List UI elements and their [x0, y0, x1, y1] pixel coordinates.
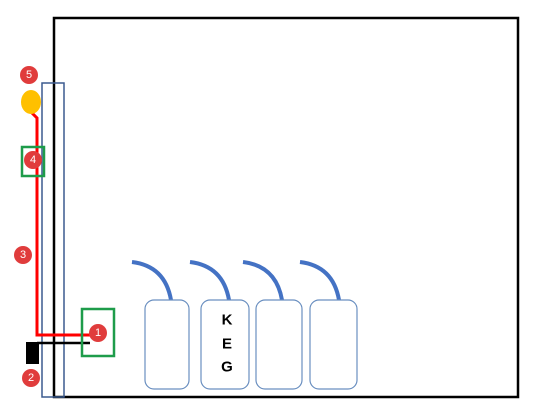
red-wire	[29, 110, 90, 337]
highlight-box-1	[80, 307, 116, 358]
callout-1-label: 1	[95, 327, 101, 339]
keg-hose-1	[131, 260, 173, 301]
keg-hose-4	[299, 260, 341, 301]
power-plug	[26, 342, 39, 364]
callout-3-label: 3	[20, 249, 26, 261]
callout-3: 3	[14, 246, 32, 264]
callout-5: 5	[20, 66, 38, 84]
keg-1	[144, 299, 190, 390]
door-strip	[41, 82, 65, 398]
lamp-icon	[21, 90, 41, 114]
highlight-box-4	[20, 145, 46, 178]
keg-letter-k: K	[222, 312, 233, 329]
callout-4-label: 4	[30, 154, 36, 166]
keg-hose-3	[242, 260, 284, 301]
callout-2-label: 2	[28, 372, 34, 384]
keg-3	[255, 299, 303, 390]
callout-1: 1	[89, 324, 107, 342]
keg-hose-2	[189, 260, 231, 301]
callout-2: 2	[22, 369, 40, 387]
keg-row: K E G	[131, 260, 358, 390]
keg-2	[200, 299, 250, 390]
keg-4	[309, 299, 358, 390]
callout-5-label: 5	[26, 69, 32, 81]
keg-letter-g: G	[221, 359, 233, 376]
enclosure-outline	[52, 16, 520, 399]
callout-4: 4	[24, 151, 42, 169]
keg-letter-e: E	[222, 336, 232, 353]
